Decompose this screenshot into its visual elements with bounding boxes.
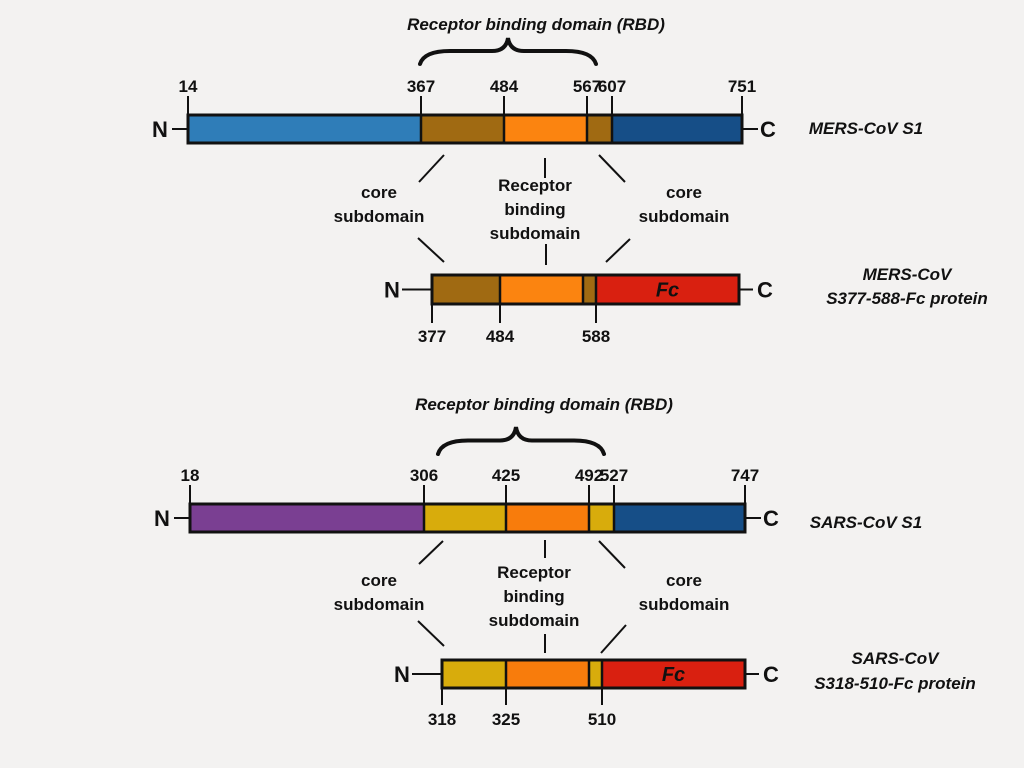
rbd-brace xyxy=(418,37,598,66)
segment-receptor-binding-subdomain xyxy=(504,115,587,143)
n-terminus-label: N xyxy=(154,506,170,531)
position-label: 751 xyxy=(728,77,756,96)
fusion-name-line2: S377-588-Fc protein xyxy=(826,289,988,308)
callout-core-subdomain-left: core subdomain xyxy=(334,571,425,614)
protein-name: MERS-CoV S1 xyxy=(809,119,923,138)
fusion-position-label: 318 xyxy=(428,710,456,729)
position-label: 484 xyxy=(490,77,519,96)
fusion-name-line1: SARS-CoV xyxy=(852,649,941,668)
segment-core-subdomain xyxy=(424,504,506,532)
callout-receptor-binding-subdomain-line: binding xyxy=(503,587,564,606)
callout-core-subdomain-left-line: subdomain xyxy=(334,207,425,226)
fusion-segment-core-subdomain xyxy=(589,660,602,688)
fc-label: Fc xyxy=(662,664,685,686)
c-terminus-label: C xyxy=(763,662,779,687)
position-label: 492 xyxy=(575,466,603,485)
rbd-label: Receptor binding domain (RBD) xyxy=(415,395,673,414)
callout-receptor-binding-subdomain-line: Receptor xyxy=(498,176,572,195)
position-label: 527 xyxy=(600,466,628,485)
segment-n-terminal-domain xyxy=(190,504,424,532)
segment-core-subdomain xyxy=(421,115,504,143)
position-label: 747 xyxy=(731,466,759,485)
fusion-segment-core-subdomain xyxy=(432,275,500,304)
fusion-segment-receptor-binding-subdomain xyxy=(500,275,583,304)
segment-c-terminal-region xyxy=(614,504,745,532)
fc-label: Fc xyxy=(656,280,679,302)
callout-core-subdomain-left-line: subdomain xyxy=(334,595,425,614)
fusion-position-label: 510 xyxy=(588,710,616,729)
connector-line xyxy=(598,154,626,183)
rbd-label: Receptor binding domain (RBD) xyxy=(407,15,665,34)
n-terminus-label: N xyxy=(152,117,168,142)
connector-line xyxy=(600,624,627,654)
fusion-segment-core-subdomain xyxy=(583,275,596,304)
connector-line xyxy=(417,237,445,263)
callout-core-subdomain-left: core subdomain xyxy=(334,183,425,226)
callout-receptor-binding-subdomain-line: subdomain xyxy=(490,224,581,243)
position-label: 14 xyxy=(179,77,198,96)
fusion-segment-fc xyxy=(602,660,745,688)
fusion-segment-receptor-binding-subdomain xyxy=(506,660,589,688)
position-label: 367 xyxy=(407,77,435,96)
rbd-brace xyxy=(436,426,606,456)
callout-receptor-binding-subdomain-line: binding xyxy=(504,200,565,219)
callout-receptor-binding-subdomain-line: Receptor xyxy=(497,563,571,582)
segment-c-terminal-region xyxy=(612,115,742,143)
fusion-name-line1: MERS-CoV xyxy=(863,265,953,284)
callout-core-subdomain-right: core subdomain xyxy=(639,183,730,226)
position-label: 18 xyxy=(181,466,200,485)
segment-receptor-binding-subdomain xyxy=(506,504,589,532)
c-terminus-label: C xyxy=(760,117,776,142)
callout-receptor-binding-subdomain: Receptor binding subdomain xyxy=(489,563,580,630)
callout-core-subdomain-right-line: core xyxy=(666,183,702,202)
position-label: 607 xyxy=(598,77,626,96)
segment-n-terminal-domain xyxy=(188,115,421,143)
position-label: 567 xyxy=(573,77,601,96)
fusion-name-line2: S318-510-Fc protein xyxy=(814,674,976,693)
fusion-position-label: 484 xyxy=(486,327,515,346)
position-label: 425 xyxy=(492,466,520,485)
callout-receptor-binding-subdomain: Receptor binding subdomain xyxy=(490,176,581,243)
fusion-position-label: 588 xyxy=(582,327,610,346)
callout-core-subdomain-left-line: core xyxy=(361,183,397,202)
n-terminus-label: N xyxy=(394,662,410,687)
fusion-segment-core-subdomain xyxy=(442,660,506,688)
connector-line xyxy=(418,154,445,183)
callout-receptor-binding-subdomain-line: subdomain xyxy=(489,611,580,630)
callout-core-subdomain-right-line: core xyxy=(666,571,702,590)
segment-core-subdomain xyxy=(589,504,614,532)
n-terminus-label: N xyxy=(384,278,400,303)
callout-core-subdomain-left-line: core xyxy=(361,571,397,590)
c-terminus-label: C xyxy=(757,278,773,303)
callout-core-subdomain-right-line: subdomain xyxy=(639,207,730,226)
c-terminus-label: C xyxy=(763,506,779,531)
position-label: 306 xyxy=(410,466,438,485)
connector-line xyxy=(605,238,631,263)
callout-core-subdomain-right-line: subdomain xyxy=(639,595,730,614)
segment-core-subdomain xyxy=(587,115,612,143)
connector-line xyxy=(418,540,444,565)
fusion-segment-fc xyxy=(596,275,739,304)
connector-line xyxy=(598,540,626,569)
fusion-position-label: 325 xyxy=(492,710,520,729)
callout-core-subdomain-right: core subdomain xyxy=(639,571,730,614)
protein-name: SARS-CoV S1 xyxy=(810,513,922,532)
connector-line xyxy=(417,620,445,647)
fusion-position-label: 377 xyxy=(418,327,446,346)
